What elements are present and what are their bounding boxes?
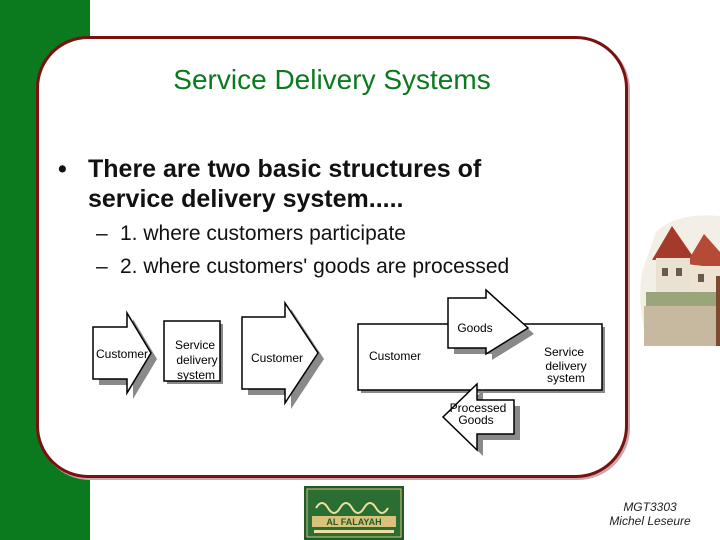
university-logo: AL FALAYAH [304, 486, 404, 540]
footer-credit: MGT3303 Michel Leseure [600, 500, 700, 528]
system-label-line: system [177, 368, 215, 382]
system-label-line: delivery [176, 353, 217, 367]
right-customer-label: Customer [369, 349, 421, 363]
building-photo [636, 212, 720, 346]
bullet-text: There are two basic structures of servic… [88, 155, 482, 213]
system-label-line: Service [544, 345, 584, 359]
bullet-marker: • [58, 155, 67, 183]
service-system-box-left: Service delivery system [163, 320, 223, 384]
sub-item-marker: – [96, 255, 108, 278]
processed-goods-arrow: Processed Goods [441, 382, 520, 456]
customer-input-arrow: Customer [92, 310, 157, 399]
goods-arrow: Goods [447, 288, 534, 360]
customer-input-label: Customer [96, 347, 148, 361]
logo-text: AL FALAYAH [326, 517, 381, 527]
slide-title: Service Delivery Systems [173, 64, 491, 95]
customer-output-arrow: Customer [241, 300, 324, 409]
system-label-line: delivery [545, 359, 586, 373]
processed-label-line: Goods [458, 413, 493, 427]
course-code: MGT3303 [623, 500, 677, 514]
author-name: Michel Leseure [609, 514, 691, 528]
sub-item-text: 2. where customers' goods are processed [120, 255, 510, 278]
sub-item-1: –1. where customers participate [96, 222, 406, 246]
customer-output-label: Customer [251, 351, 303, 365]
sub-item-marker: – [96, 222, 108, 245]
sub-item-text: 1. where customers participate [120, 222, 406, 245]
rounded-content-frame [36, 36, 628, 478]
system-label-line: system [547, 371, 585, 385]
sub-item-2: –2. where customers' goods are processed [96, 255, 509, 279]
system-label-line: Service [175, 338, 215, 352]
processed-label-line: Processed [450, 401, 507, 415]
goods-label: Goods [457, 321, 492, 335]
